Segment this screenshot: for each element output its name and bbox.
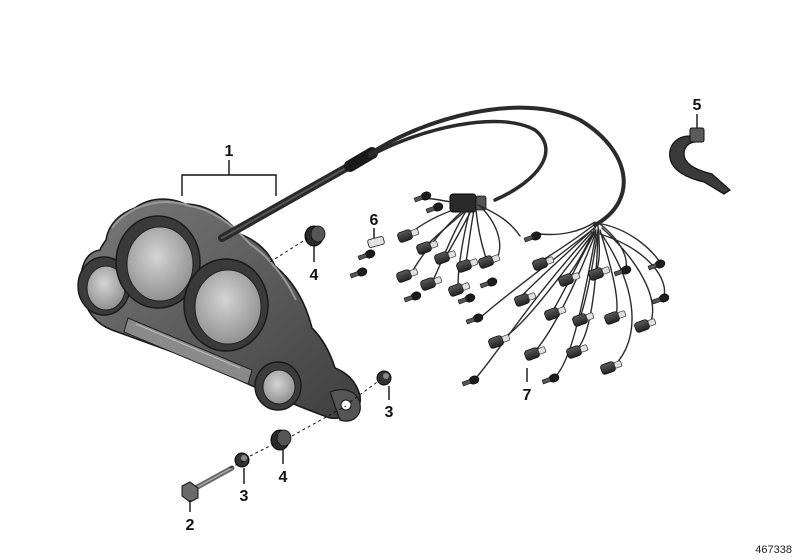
callout-4-lower: 4: [279, 469, 288, 486]
hex-bolt-part-2: [181, 465, 235, 503]
callout-7: 7: [523, 387, 532, 404]
display-strip: [123, 317, 253, 385]
left-connector-group: [349, 190, 521, 307]
callout-4-upper: 4: [310, 267, 319, 284]
diagram-reference-number: 467338: [755, 544, 792, 556]
callout-3-right: 3: [385, 404, 394, 421]
callout-2: 2: [186, 517, 195, 534]
callout-1: 1: [225, 143, 234, 160]
wiring-harness: [218, 105, 671, 389]
spacer-sleeve-right: [376, 370, 392, 386]
leader-lines: [181, 114, 698, 512]
rubber-grommet-upper: [304, 225, 326, 247]
instrument-cluster: [77, 198, 361, 422]
rubber-grommet-lower: [270, 429, 292, 451]
callout-3-left: 3: [240, 488, 249, 505]
right-connector-group: [461, 221, 671, 389]
callout-5: 5: [693, 97, 702, 114]
callout-6: 6: [370, 212, 379, 229]
spacer-sleeve-left: [234, 452, 250, 468]
cable-clip-part-5: [669, 127, 731, 195]
terminal-pin-part-6: [367, 236, 385, 248]
